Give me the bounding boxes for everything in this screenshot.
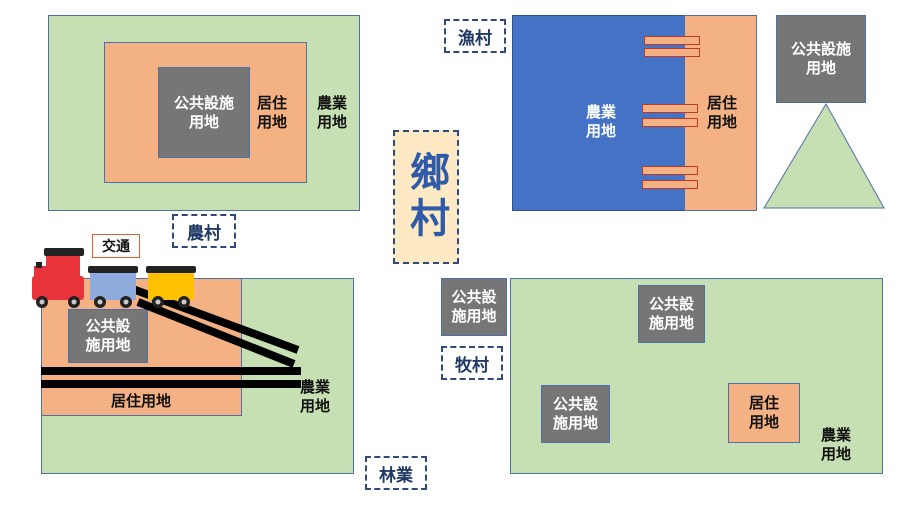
nouson-residential-label: 居住 用地 xyxy=(256,94,287,131)
bokuson-public-top-label: 公共設 施用地 xyxy=(648,295,694,332)
bokuson-farm-label: 農業 用地 xyxy=(820,426,851,463)
gyoson-public-area: 公共設施 用地 xyxy=(776,15,866,103)
gyoson-farm-label: 農業 用地 xyxy=(585,103,616,140)
bokuson-public-edge-label: 公共設 施用地 xyxy=(451,288,497,325)
bokuson-public-left-area: 公共設 施用地 xyxy=(541,385,610,443)
train-icon xyxy=(32,248,196,308)
nouson-public-label: 公共設施 用地 xyxy=(173,93,234,131)
gyoson-pier xyxy=(644,36,700,45)
rinson-tag: 林業 xyxy=(365,456,427,490)
rinson-residential-label: 居住用地 xyxy=(110,392,171,410)
bokuson-public-left-label: 公共設 施用地 xyxy=(552,395,598,432)
rinson-farm-label: 農業 用地 xyxy=(299,378,330,415)
bokuson-residential-area: 居住 用地 xyxy=(728,383,800,443)
gyoson-tag: 漁村 xyxy=(444,19,506,53)
gyoson-sea-farm-area xyxy=(512,15,686,211)
gyoson-pier xyxy=(642,104,698,113)
gyoson-residential-label: 居住 用地 xyxy=(706,94,737,131)
bokuson-public-edge-area: 公共設 施用地 xyxy=(441,278,507,336)
bokuson-tag: 牧村 xyxy=(441,346,503,380)
rinson-public-area: 公共設 施用地 xyxy=(68,309,148,363)
nouson-tag: 農村 xyxy=(172,214,236,248)
page-title: 鄉村 xyxy=(393,130,459,264)
rail-track xyxy=(41,367,301,375)
gyoson-pier xyxy=(642,180,698,189)
gyoson-residential-area xyxy=(684,15,757,211)
gyoson-public-label: 公共設施 用地 xyxy=(790,40,851,77)
gyoson-mountain xyxy=(763,102,885,209)
transport-label: 交通 xyxy=(92,234,140,258)
rail-track xyxy=(41,380,301,388)
gyoson-pier xyxy=(642,118,698,127)
gyoson-pier xyxy=(642,166,698,175)
nouson-public-area: 公共設施 用地 xyxy=(158,67,250,158)
nouson-farm-label: 農業 用地 xyxy=(316,94,347,131)
gyoson-pier xyxy=(644,48,700,57)
bokuson-residential-label: 居住 用地 xyxy=(748,394,779,431)
rinson-public-label: 公共設 施用地 xyxy=(85,317,131,354)
bokuson-public-top-area: 公共設 施用地 xyxy=(638,285,705,343)
